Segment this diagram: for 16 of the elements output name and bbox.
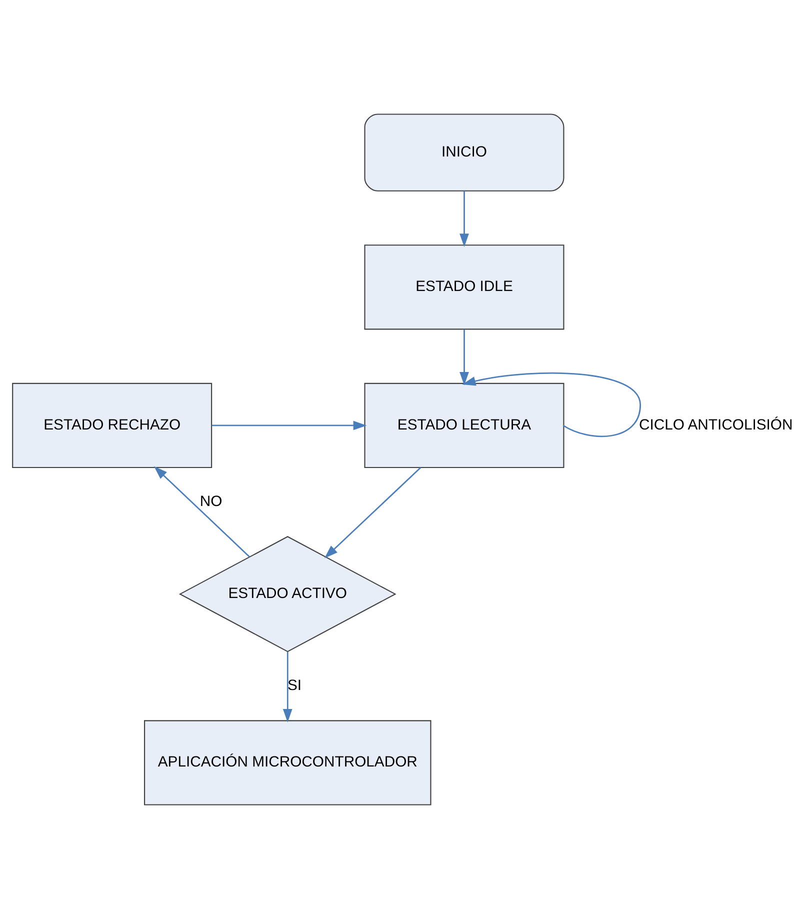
arrow [154,466,250,557]
node-diamond: ESTADO ACTIVO [178,536,396,652]
arrow [462,372,642,436]
arrow [460,328,469,385]
node-box: APLICACIÓN MICROCONTROLADOR [144,720,432,805]
node-box: ESTADO IDLE [364,244,564,330]
arrow [324,466,422,558]
edge-label: SI [288,678,302,694]
edge-label: CICLO ANTICOLISIÓN [638,416,793,433]
arrow [282,651,292,722]
node-box: ESTADO RECHAZO [12,382,212,468]
arrow [460,190,469,247]
edge-label: NO [200,493,222,510]
node-box: ESTADO LECTURA [364,382,564,468]
node-box: INICIO [364,113,564,191]
arrow [212,420,367,430]
